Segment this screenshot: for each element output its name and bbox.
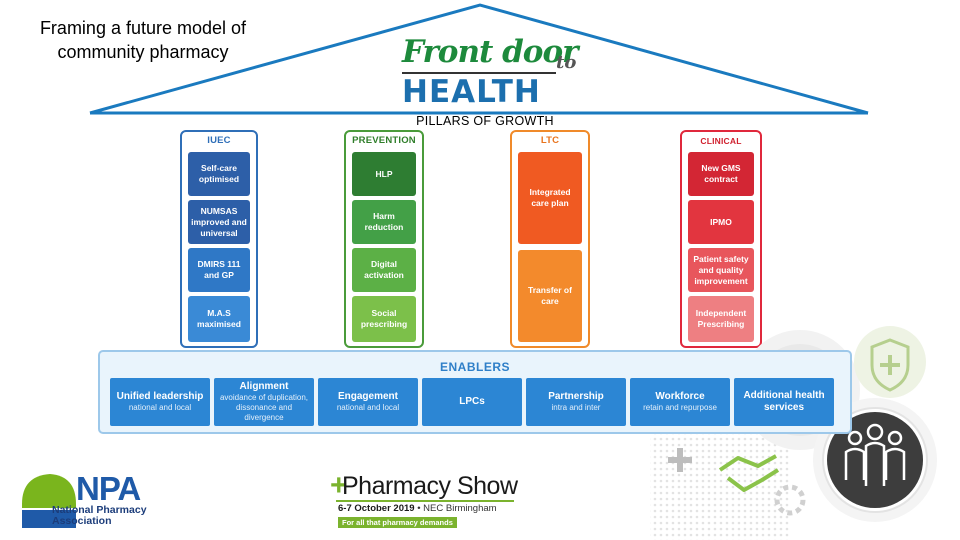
- enabler-box: Additional health services: [734, 378, 834, 426]
- logo-divider: [402, 72, 556, 74]
- roof-outline: [89, 3, 869, 115]
- pillar-item: M.A.S maximised: [188, 296, 250, 342]
- npa-logo-icon: [22, 474, 76, 528]
- enablers-panel: ENABLERS Unified leadership national and…: [98, 350, 852, 434]
- enabler-box: Unified leadership national and local: [110, 378, 210, 426]
- pharmacy-show-plus-icon: +: [330, 469, 348, 502]
- pharmacy-show-name: Pharmacy Show: [342, 472, 518, 500]
- npa-name: National Pharmacy Association: [52, 505, 147, 527]
- enabler-box: Alignment avoidance of duplication, diss…: [214, 378, 314, 426]
- pillars-heading: PILLARS OF GROWTH: [416, 114, 554, 128]
- pillar-item: Integrated care plan: [518, 152, 582, 244]
- enabler-title: Engagement: [337, 391, 398, 402]
- pillar-ltc: LTC Integrated care plan Transfer of car…: [510, 130, 590, 348]
- pillar-title: PREVENTION: [352, 135, 416, 146]
- pillar-item: Transfer of care: [518, 250, 582, 342]
- pillar-item: Digital activation: [352, 248, 416, 292]
- logo-to: to: [556, 52, 577, 73]
- pillar-item: New GMS contract: [688, 152, 754, 196]
- pillar-item: Independent Prescribing: [688, 296, 754, 342]
- enabler-box: Workforce retain and repurpose: [630, 378, 730, 426]
- pillar-clinical-pharmacy: CLINICAL PHARMACY New GMS contract IPMO …: [680, 130, 762, 348]
- enabler-title: Workforce: [655, 391, 705, 402]
- pillar-item: Self-care optimised: [188, 152, 250, 196]
- enabler-title: Alignment: [239, 381, 289, 392]
- pillar-item: NUMSAS improved and universal: [188, 200, 250, 244]
- pillar-iuec: IUEC Self-care optimised NUMSAS improved…: [180, 130, 258, 348]
- pharmacy-show-date: 6-7 October 2019: [338, 503, 415, 514]
- pillar-item: Harm reduction: [352, 200, 416, 244]
- enabler-subtitle: avoidance of duplication, dissonance and…: [219, 393, 309, 422]
- logo-front-door: Front door: [402, 34, 578, 70]
- enabler-box: Partnership intra and inter: [526, 378, 626, 426]
- npa-name-line2: Association: [52, 515, 112, 527]
- pillar-title: IUEC: [207, 135, 231, 146]
- enabler-title: Additional health services: [743, 390, 825, 413]
- enabler-subtitle: intra and inter: [551, 403, 601, 412]
- enabler-box: LPCs: [422, 378, 522, 426]
- npa-letters: NPA: [76, 470, 141, 507]
- enablers-heading: ENABLERS: [439, 360, 510, 374]
- enabler-subtitle: retain and repurpose: [643, 403, 717, 412]
- npa-name-line1: National Pharmacy: [52, 504, 147, 516]
- logo-health: HEALTH: [402, 74, 541, 110]
- enabler-subtitle: national and local: [336, 403, 400, 412]
- pillar-item: Patient safety and quality improvement: [688, 248, 754, 292]
- pharmacy-show-divider: [336, 500, 514, 502]
- enabler-title: LPCs: [459, 396, 485, 407]
- enabler-title: Unified leadership: [116, 391, 204, 402]
- pillar-title: CLINICAL PHARMACY: [696, 136, 747, 164]
- pillar-item: IPMO: [688, 200, 754, 244]
- pharmacy-show-tagline: For all that pharmacy demands: [338, 517, 457, 528]
- pillar-item: Social prescribing: [352, 296, 416, 342]
- enabler-title: Partnership: [548, 391, 604, 402]
- slide-title: Framing a future model of community phar…: [39, 18, 247, 62]
- pharmacy-show-date-line: 6-7 October 2019 • NEC Birmingham: [338, 503, 497, 515]
- pillar-title: LTC: [540, 135, 560, 146]
- pharmacy-show-venue: • NEC Birmingham: [417, 503, 497, 514]
- pillar-item: HLP: [352, 152, 416, 196]
- enabler-subtitle: national and local: [128, 403, 192, 412]
- pillar-prevention: PREVENTION HLP Harm reduction Digital ac…: [344, 130, 424, 348]
- pillar-item: DMIRS 111 and GP: [188, 248, 250, 292]
- enabler-box: Engagement national and local: [318, 378, 418, 426]
